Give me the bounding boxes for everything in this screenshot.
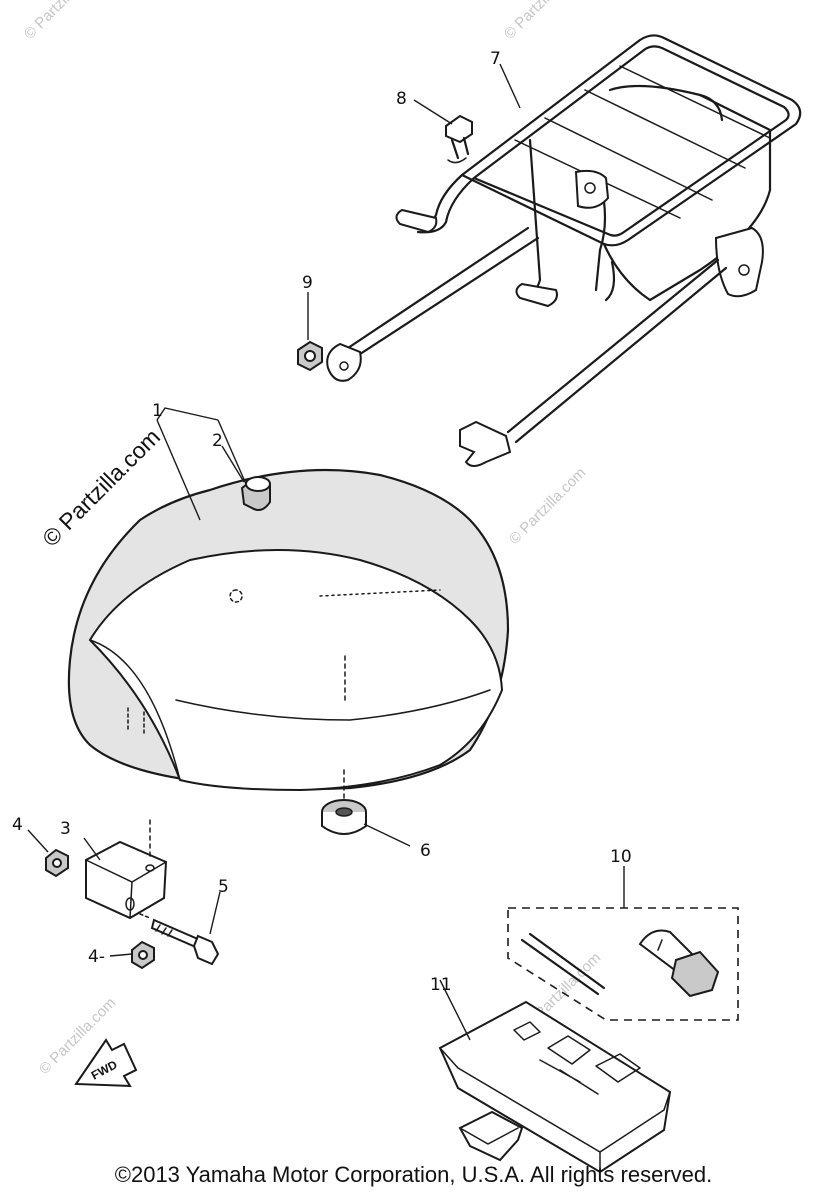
seat-assembly: [67, 468, 510, 792]
watermark-top-left: © Partzilla.com: [21, 0, 104, 43]
watermark-top-right: © Partzilla.com: [501, 0, 584, 43]
leader-lines: [27, 63, 625, 1041]
bolt-8: [445, 114, 473, 164]
bolt-5: [139, 913, 220, 966]
callout-5: 5: [218, 877, 229, 897]
callout-2: 2: [212, 431, 223, 451]
tool-holder-11: [438, 1000, 672, 1174]
nut-4-lower: [131, 940, 155, 970]
callout-6: 6: [420, 841, 431, 861]
callout-10: 10: [610, 847, 632, 867]
bracket-3: [85, 819, 168, 920]
callout-3: 3: [60, 819, 71, 839]
callouts: 1 2 3 4 4- 5 6 7 8 9 10 11: [12, 49, 632, 995]
nut-4-upper: [45, 848, 69, 878]
callout-4-upper: 4: [12, 815, 23, 835]
callout-1: 1: [152, 401, 163, 421]
fwd-arrow-icon: FWD: [74, 1038, 138, 1088]
callout-8: 8: [396, 89, 407, 109]
watermark-middle-right: © Partzilla.com: [506, 464, 589, 547]
copyright-notice: ©2013 Yamaha Motor Corporation, U.S.A. A…: [114, 1162, 713, 1187]
callout-7: 7: [490, 49, 501, 69]
callout-9: 9: [302, 273, 313, 293]
nut-9: [297, 340, 323, 372]
callout-4-lower: 4-: [88, 947, 105, 967]
callout-11: 11: [430, 975, 452, 995]
carrier-rack: [326, 34, 802, 467]
seat-hook-2: [240, 476, 271, 511]
tool-kit-10: [507, 907, 739, 1021]
damper-6: [321, 769, 367, 835]
